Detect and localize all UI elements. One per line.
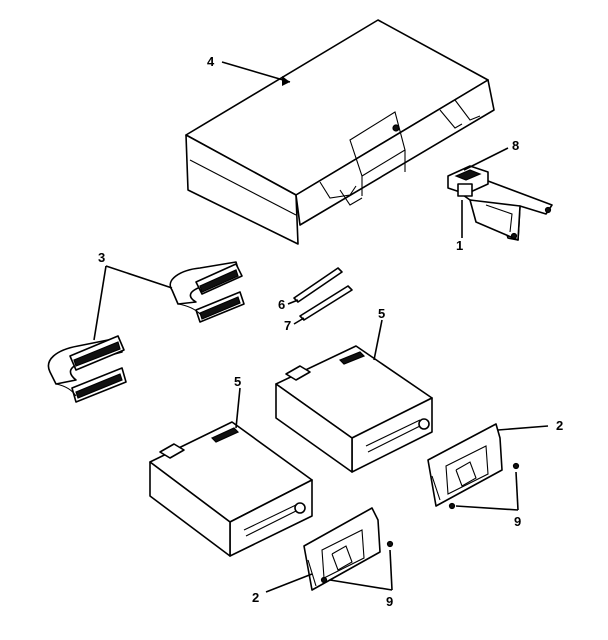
callout-8: 8 xyxy=(512,138,519,153)
callout-9-lower: 9 xyxy=(386,594,393,609)
part-9-screws xyxy=(320,462,520,584)
callout-3: 3 xyxy=(98,250,105,265)
callout-2-lower: 2 xyxy=(252,590,259,605)
callout-5-lower: 5 xyxy=(234,374,241,389)
callout-7: 7 xyxy=(284,318,291,333)
part-5-drive-lower xyxy=(149,421,313,557)
callout-6: 6 xyxy=(278,297,285,312)
leader-lines xyxy=(93,61,549,593)
part-3-ribbon-cable-upper xyxy=(169,261,245,323)
part-2-bezel-upper xyxy=(427,423,503,507)
part-3-ribbon-cable-lower xyxy=(47,335,127,403)
callout-labels: 4 8 1 3 6 7 5 5 2 2 9 9 xyxy=(98,54,563,609)
callout-9-upper: 9 xyxy=(514,514,521,529)
callout-4: 4 xyxy=(207,54,215,69)
part-1-bracket xyxy=(455,177,553,241)
part-5-drive-upper xyxy=(275,345,433,473)
callout-1: 1 xyxy=(456,238,463,253)
part-4-top-cover xyxy=(185,19,495,245)
part-2-bezel-lower xyxy=(303,507,381,591)
callout-2-upper: 2 xyxy=(556,418,563,433)
callout-5-upper: 5 xyxy=(378,306,385,321)
part-8-connector xyxy=(447,165,489,197)
